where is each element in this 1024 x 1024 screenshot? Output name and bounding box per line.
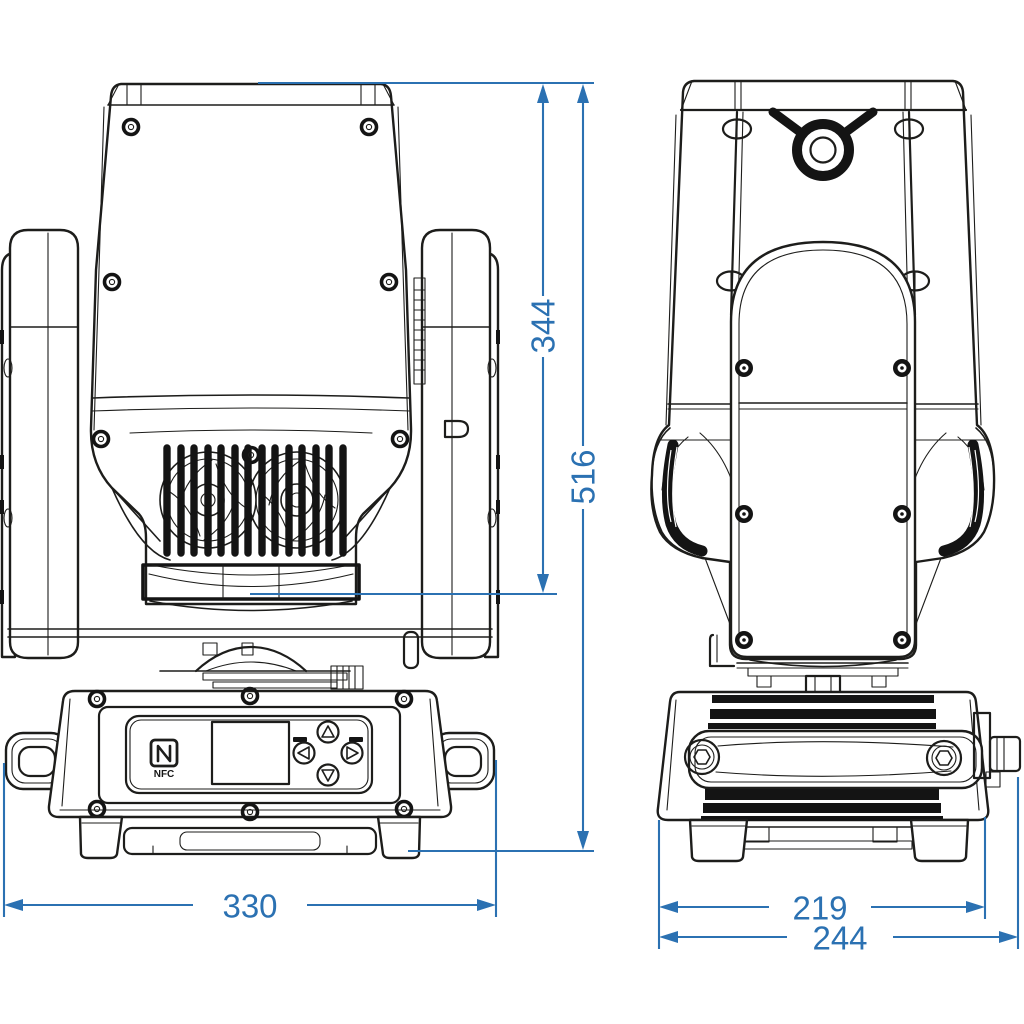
down-arrow-button [316, 763, 340, 787]
dimension-label-head-height: 344 [525, 298, 562, 353]
arrowhead-left-icon [659, 901, 678, 913]
arrowhead-right-icon [966, 901, 985, 913]
up-arrow-button [316, 720, 340, 744]
dimension-overall-depth: 244 [659, 920, 1018, 957]
yoke-arm-side-panel [729, 240, 917, 668]
control-recess [124, 714, 374, 795]
yoke-arm-right [413, 228, 500, 660]
hex-screw-right [925, 739, 963, 777]
base-side [656, 690, 1022, 863]
dimension-head-height: 344 [525, 84, 562, 593]
hex-screw-left [683, 738, 721, 776]
screw-icons-head [91, 117, 410, 465]
dimensions: 344 516 330 219 244 [2, 81, 1020, 957]
side-handle-band [687, 729, 984, 790]
feet-side [688, 818, 970, 863]
dimension-overall-width: 330 [4, 888, 496, 925]
yoke-crossbar [7, 628, 493, 670]
dimension-overall-height: 516 [565, 84, 602, 850]
arrowhead-up-icon [577, 84, 589, 103]
left-arrow-button [292, 741, 316, 765]
yoke-arm-left [0, 228, 80, 660]
head-front [89, 82, 413, 612]
power-connector [972, 711, 1022, 788]
enter-bar-icon [349, 737, 363, 742]
nfc-logo: NFC [149, 738, 179, 780]
arrowhead-down-icon [577, 831, 589, 850]
arrowhead-left-icon [4, 899, 23, 911]
right-arrow-button [340, 741, 364, 765]
arrowhead-down-icon [537, 574, 549, 593]
clamp-ring-icon [768, 107, 878, 181]
arrowhead-up-icon [537, 84, 549, 103]
dimension-label-overall-width: 330 [222, 888, 277, 925]
front-view: NFC [0, 82, 500, 860]
heatsink-ribs [701, 695, 943, 821]
bottom-skid [122, 826, 378, 856]
side-view [650, 79, 1022, 863]
menu-bar-icon [293, 737, 307, 742]
dimension-label-overall-depth: 244 [812, 920, 867, 957]
nav-buttons [292, 720, 364, 787]
lens-frame [141, 563, 361, 612]
tilt-hinge-strip [413, 277, 426, 385]
arrowhead-right-icon [999, 931, 1018, 943]
nfc-label: NFC [154, 769, 175, 780]
tilt-plates-side [708, 633, 909, 696]
dimension-label-overall-height: 516 [565, 449, 602, 504]
fan-grille [163, 444, 347, 557]
display-screen [210, 720, 291, 786]
feet-front [78, 815, 422, 860]
arrowhead-right-icon [477, 899, 496, 911]
tilt-lock-knob [443, 419, 470, 439]
screw-icons-side-panel [735, 359, 911, 649]
pan-mechanism [159, 645, 364, 690]
connector-stack [330, 665, 364, 690]
base-front: NFC [4, 686, 496, 860]
dimension-label-base-depth: 219 [792, 890, 847, 927]
dimension-base-depth: 219 [659, 890, 985, 927]
arrowhead-left-icon [659, 931, 678, 943]
